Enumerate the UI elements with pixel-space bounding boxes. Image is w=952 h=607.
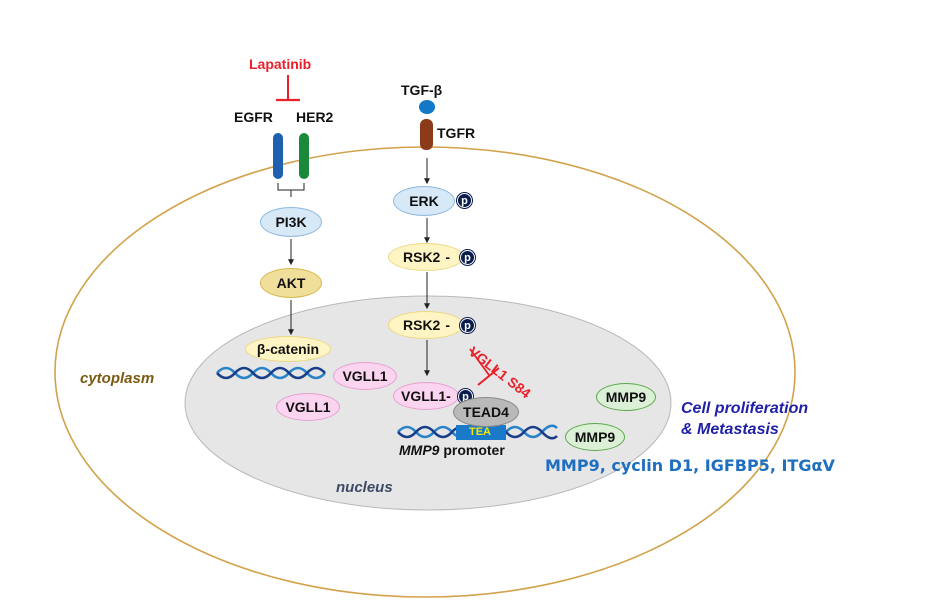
- vgll1-node-right: VGLL1: [333, 362, 397, 390]
- target-genes-label: MMP9, cyclin D1, IGFBP5, ITGαV: [545, 456, 835, 475]
- her2-receptor: [299, 133, 309, 179]
- tea-domain-box: [456, 425, 506, 440]
- erk-node: ERK: [393, 186, 455, 216]
- tgf-beta-label: TGF-β: [401, 82, 443, 98]
- vgll1-phospho-label: VGLL1: [401, 388, 447, 404]
- tgfr-label: TGFR: [437, 125, 476, 141]
- rsk2-nucleus-dash: -: [445, 317, 451, 333]
- tea-domain-label: TEA: [469, 426, 491, 438]
- mmp9-promoter-label: MMP9 promoter: [399, 443, 505, 457]
- beta-catenin-node: β-catenin: [245, 336, 331, 362]
- lapatinib-label: Lapatinib: [249, 56, 312, 72]
- pi3k-node: PI3K: [260, 207, 322, 237]
- akt-node: AKT: [260, 268, 322, 298]
- rsk2-nucleus-phospho-badge: p: [460, 318, 475, 333]
- vgll1-node-lower: VGLL1: [276, 393, 340, 421]
- cytoplasm-label: cytoplasm: [80, 370, 155, 387]
- erk-phospho-badge: p: [457, 193, 472, 208]
- egfr-label: EGFR: [234, 109, 273, 125]
- vgll1-phospho-dash: -: [446, 388, 451, 404]
- s84-inhibition-line: [469, 348, 490, 376]
- nucleus-label: nucleus: [336, 479, 393, 496]
- s84-inhibition-bar: [477, 367, 500, 386]
- promoter-gene-name: MMP9: [399, 442, 440, 458]
- rsk2-nucleus-label: RSK2: [403, 317, 441, 333]
- outcome-line-1: Cell proliferation: [681, 400, 809, 417]
- rsk2-nucleus-node: RSK2 -: [388, 311, 464, 339]
- vgll1-phospho-node: VGLL1 -: [393, 382, 459, 410]
- tgf-beta-ligand: [419, 100, 435, 114]
- dna-helix-left: [216, 366, 326, 380]
- rsk2-cytoplasm-phospho-badge: p: [460, 250, 475, 265]
- outcome-line-2: & Metastasis: [681, 421, 779, 438]
- promoter-suffix: promoter: [439, 442, 505, 458]
- rsk2-cytoplasm-dash: -: [445, 249, 451, 265]
- rsk2-cytoplasm-label: RSK2: [403, 249, 441, 265]
- tead4-node: TEAD4: [453, 397, 519, 427]
- mmp9-node-upper: MMP9: [596, 383, 656, 411]
- rsk2-cytoplasm-node: RSK2 -: [388, 243, 464, 271]
- mmp9-node-lower: MMP9: [565, 423, 625, 451]
- receptor-dimer-bracket: [277, 183, 305, 191]
- her2-label: HER2: [296, 109, 334, 125]
- egfr-receptor: [273, 133, 283, 179]
- tgfr-receptor: [420, 119, 433, 150]
